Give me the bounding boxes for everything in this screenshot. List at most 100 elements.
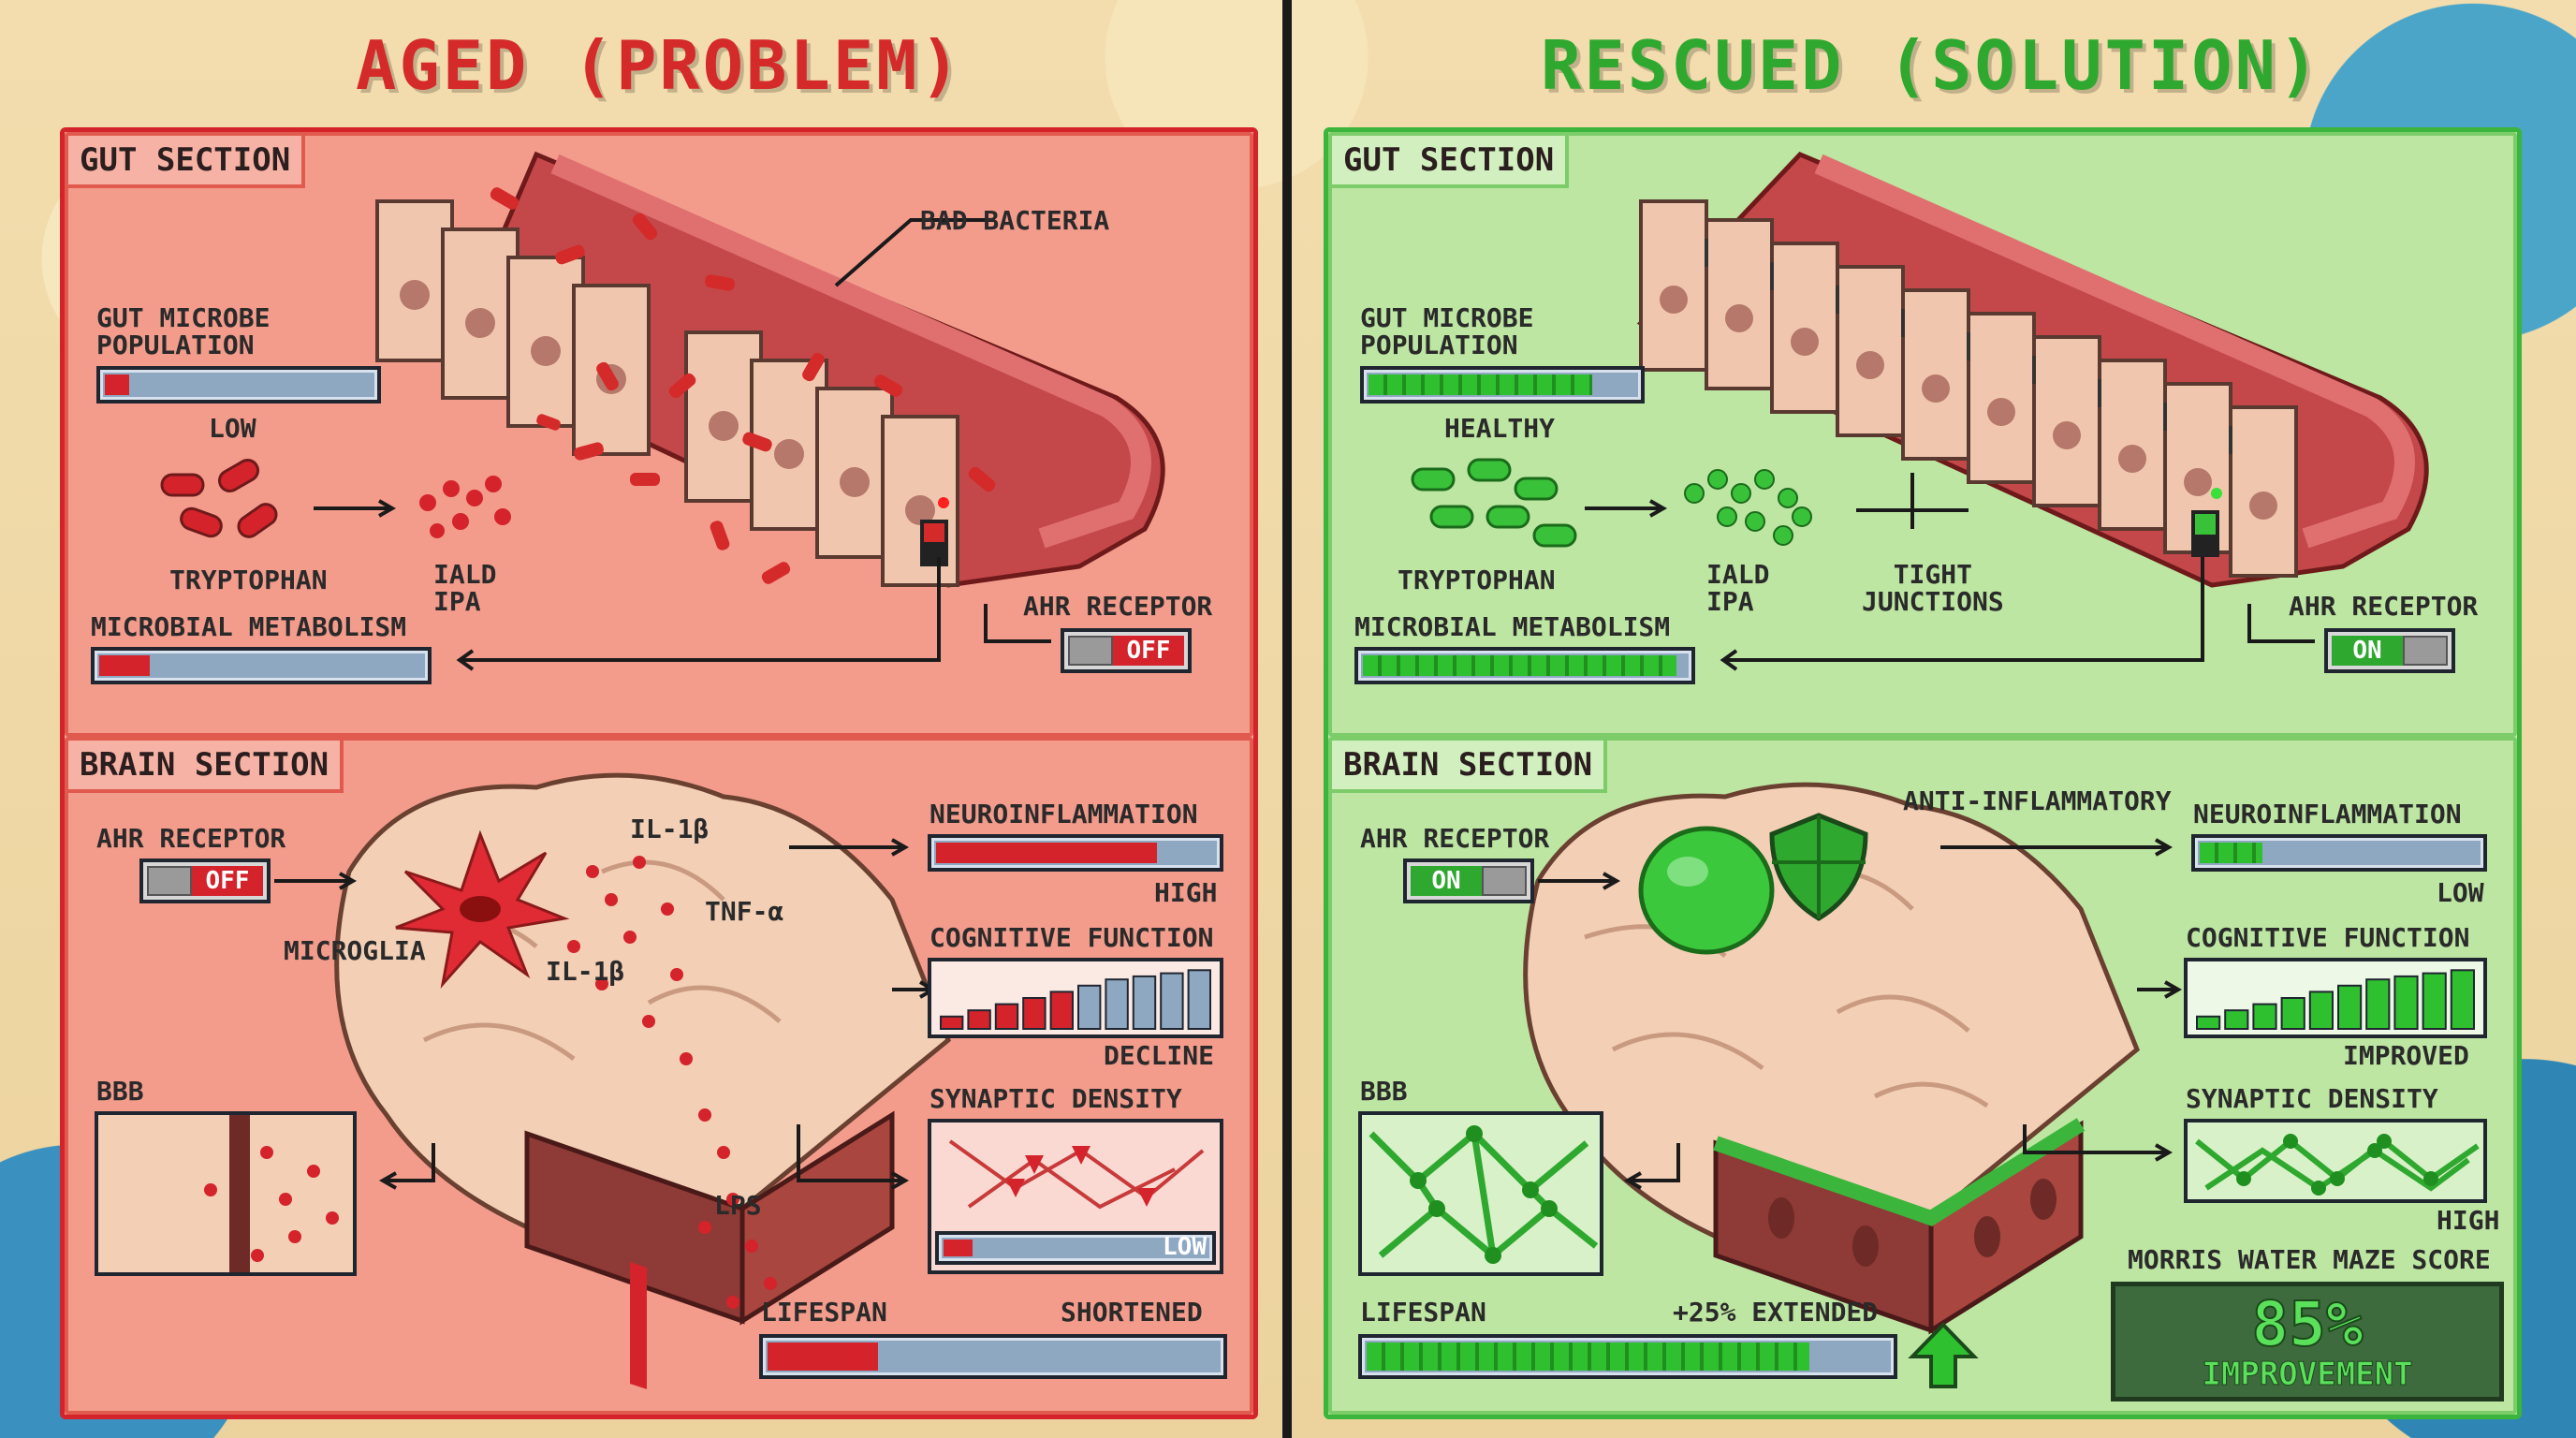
tnfa-label: TNF-α	[705, 896, 784, 927]
cognitive-bars	[940, 969, 1212, 1031]
brain-ahr-state: ON	[1411, 866, 1482, 896]
gut-ahr-switch[interactable]: ON	[2324, 628, 2455, 673]
brain-section-label: BRAIN SECTION	[68, 741, 344, 793]
bbb-arrow	[1623, 1143, 1680, 1190]
solution-gut-section: GUT SECTION GUT MICROBE POPU	[1328, 132, 2517, 737]
cognitive-bar	[2280, 997, 2305, 1030]
cognitive-bar	[2450, 969, 2475, 1031]
synaptic-density-bar: LOW	[935, 1231, 1216, 1265]
cognitive-bar	[1187, 969, 1212, 1031]
leaky-barrier	[204, 1115, 339, 1272]
problem-panel: GUT SECTION	[60, 127, 1258, 1419]
neuroinflammation-fill	[2200, 843, 2262, 863]
problem-gut-section: GUT SECTION	[65, 132, 1253, 737]
neuroinflammation-bar	[2191, 834, 2487, 872]
lifespan-bar	[759, 1334, 1227, 1379]
switch-knob	[147, 866, 192, 896]
bbb-label: BBB	[96, 1076, 144, 1107]
brain-ahr-label: AHR RECEPTOR	[1360, 823, 1550, 854]
cognitive-bar	[1022, 997, 1046, 1030]
damaged-gut-illustration	[199, 151, 1165, 588]
cognitive-bar	[1132, 975, 1157, 1030]
cognitive-function-plot	[2184, 958, 2487, 1038]
cognitive-bar	[2224, 1009, 2249, 1030]
cognitive-bars	[2196, 969, 2475, 1031]
gut-ahr-switch[interactable]: OFF	[1061, 628, 1192, 673]
problem-title: AGED (PROBLEM)	[356, 26, 963, 105]
cognitive-bar	[940, 1015, 964, 1030]
bbb-intact-panel	[1358, 1111, 1603, 1276]
iald-ipa-molecules	[1684, 469, 1812, 546]
cognitive-bar	[1077, 984, 1102, 1030]
microbe-population-bar	[96, 366, 381, 404]
bbb-arrow	[378, 1143, 435, 1190]
maze-score-value: 85%	[2250, 1288, 2364, 1360]
feedback-arrow	[1720, 557, 2204, 671]
switch-knob	[2403, 636, 2448, 666]
il1b-bottom-label: IL-1β	[546, 956, 625, 987]
cognitive-bar	[2196, 1015, 2221, 1030]
lps-label: LPS	[714, 1190, 762, 1221]
solution-brain-section: BRAIN SECTION ANTI-INFLAMMATORY AHR RECE…	[1328, 737, 2517, 1415]
brain-ahr-label: AHR RECEPTOR	[96, 823, 286, 854]
ahr-to-microglia-arrow	[274, 872, 358, 890]
cognitive-bar	[2337, 984, 2363, 1030]
center-divider	[1282, 0, 1292, 1438]
brain-ahr-switch[interactable]: OFF	[139, 858, 271, 903]
tryptophan-pills	[1411, 458, 1577, 548]
brain-section-label: BRAIN SECTION	[1332, 741, 1608, 793]
neuroinflammation-fill	[936, 843, 1158, 863]
lps-arrow	[797, 1124, 910, 1190]
neuroinflammation-label: NEUROINFLAMMATION	[929, 799, 1198, 829]
bbb-label: BBB	[1360, 1076, 1408, 1107]
synaptic-density-status: LOW	[1163, 1233, 1207, 1261]
iald-ipa-label: IALD IPA	[433, 559, 497, 618]
intact-barrier-network	[1368, 1125, 1599, 1264]
iald-ipa-molecules	[419, 476, 511, 538]
synaptic-density-panel	[2184, 1119, 2487, 1203]
cognitive-bar	[2308, 990, 2334, 1030]
lifespan-bar	[1358, 1334, 1897, 1379]
metabolic-arrow	[314, 499, 397, 518]
synaptic-density-fill	[944, 1240, 973, 1256]
metabolism-label: MICROBIAL METABOLISM	[1354, 611, 1671, 642]
anti-inflammatory-label: ANTI-INFLAMMATORY	[1903, 785, 2172, 816]
cognitive-function-label: COGNITIVE FUNCTION	[2186, 922, 2470, 953]
maze-score-caption: IMPROVEMENT	[2202, 1356, 2413, 1394]
synapse-network	[2195, 1134, 2480, 1196]
synapse-arrow	[2023, 1124, 2174, 1162]
neuroinflammation-status: LOW	[2437, 877, 2484, 908]
cognitive-bar	[2252, 1003, 2277, 1030]
neuroinflammation-status: HIGH	[1154, 877, 1218, 908]
gut-section-label: GUT SECTION	[68, 136, 306, 188]
il1b-top-label: IL-1β	[630, 814, 710, 844]
brain-ahr-switch[interactable]: ON	[1403, 858, 1534, 903]
cognitive-bar	[2365, 978, 2391, 1030]
microbe-population-bar	[1360, 366, 1645, 404]
metabolic-arrow	[1585, 499, 1668, 518]
switch-knob	[1068, 636, 1113, 666]
synaptic-density-panel: LOW	[928, 1119, 1223, 1274]
problem-brain-section: BRAIN SECTION AHR RECEPTOR OFF M	[65, 737, 1253, 1415]
microbe-population-label: GUT MICROBE POPULATION	[1360, 302, 1534, 361]
cognitive-bar	[1049, 990, 1074, 1030]
microbe-population-label: GUT MICROBE POPULATION	[96, 302, 271, 361]
solution-title: RESCUED (SOLUTION)	[1541, 26, 2322, 105]
cognitive-function-label: COGNITIVE FUNCTION	[929, 922, 1214, 953]
metabolism-bar	[1354, 647, 1695, 684]
gut-ahr-state: OFF	[1113, 636, 1184, 666]
neuroinflammation-label: NEUROINFLAMMATION	[2193, 799, 2462, 829]
tight-junctions-label: TIGHT JUNCTIONS	[1862, 559, 2004, 618]
ahr-connector	[2247, 604, 2315, 643]
microbe-population-fill	[1368, 374, 1592, 395]
ahr-connector	[984, 604, 1051, 643]
metabolism-bar	[91, 647, 432, 684]
cognitive-function-plot	[928, 958, 1223, 1038]
gut-ahr-state: ON	[2332, 636, 2403, 666]
maze-score-box: 85% IMPROVEMENT	[2111, 1282, 2504, 1401]
cognitive-bar	[967, 1009, 991, 1030]
cognitive-function-status: IMPROVED	[2343, 1040, 2469, 1071]
cognitive-bar	[1105, 978, 1129, 1030]
cognitive-bar	[1160, 972, 1184, 1031]
gut-ahr-label: AHR RECEPTOR	[1023, 591, 1213, 622]
